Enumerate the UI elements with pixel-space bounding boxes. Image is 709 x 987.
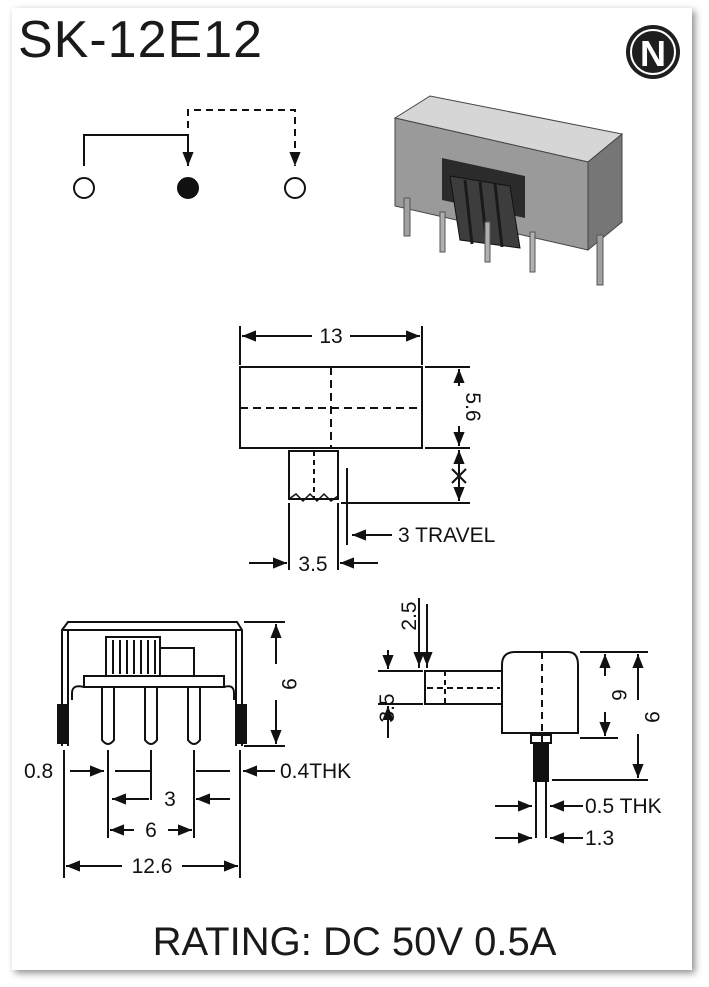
switch-schematic — [73, 109, 306, 199]
dim-overall-12-6: 12.6 — [132, 855, 173, 878]
svg-text:N: N — [640, 33, 666, 74]
dim-knob-height-3-5: 3.5 — [376, 693, 399, 722]
dim-width-13: 13 — [319, 325, 342, 348]
part-number-title: SK-12E12 — [18, 11, 264, 69]
side-view — [378, 598, 648, 844]
top-view — [239, 326, 470, 570]
switch-3d-render — [393, 95, 624, 286]
rating-label: RATING: DC 50V 0.5A — [152, 920, 557, 964]
brand-logo: N — [626, 25, 680, 79]
front-view — [57, 621, 285, 878]
dim-pin-offset-1-3: 1.3 — [585, 827, 614, 850]
dim-thickness-0-4: 0.4THK — [280, 760, 351, 783]
contact-open-left — [73, 177, 95, 199]
dim-pin-width-0-8: 0.8 — [24, 760, 53, 783]
dim-height-5-6: 5.6 — [461, 392, 484, 421]
dim-total-height-9-side: 9 — [640, 711, 663, 723]
dim-knob-length-2-5: 2.5 — [398, 601, 421, 630]
dim-knob-3-5: 3.5 — [298, 553, 327, 576]
dim-total-height-9: 9 — [277, 678, 300, 690]
contact-common — [177, 177, 199, 199]
dim-body-height-6: 6 — [607, 689, 630, 701]
dim-pin-span-6: 6 — [145, 819, 157, 842]
dim-pitch-3: 3 — [164, 788, 176, 811]
dim-travel: 3 TRAVEL — [398, 524, 495, 547]
dim-pin-thickness-0-5: 0.5 THK — [585, 795, 662, 818]
contact-open-right — [284, 177, 306, 199]
